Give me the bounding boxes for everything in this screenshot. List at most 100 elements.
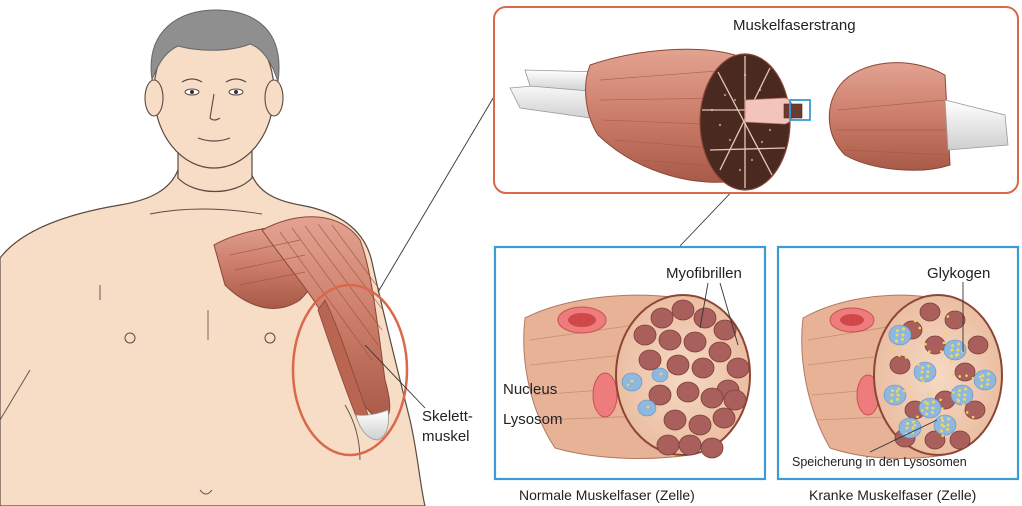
glycogen-granule [951,348,954,351]
glycogen-granule [912,427,915,430]
glycogen-granule [914,424,917,427]
glycogen-granule [902,334,905,337]
myofibril [727,358,749,378]
glycogen-granule [909,386,912,389]
glycogen-granule [958,375,961,378]
fiber-bundle-label: Muskelfaserstrang [733,17,856,35]
glycogen-granule [979,376,982,379]
myofibril [689,415,711,435]
glycogen-granule [946,428,949,431]
glycogen-granule [928,350,931,353]
glycogen-granule [986,383,989,386]
glycogen-granule [981,378,984,381]
glycogen-granule [891,393,894,396]
glycogen-granule [918,327,921,330]
glycogen-granule [955,354,958,357]
myofibril [667,355,689,375]
glycogen-granule [896,390,899,393]
glycogen-granule [926,375,929,378]
myofibril [701,388,723,408]
glycogen-granule [897,387,900,390]
glycogen-granule [943,342,946,345]
glycogen-granule [890,400,893,403]
glycogen-granule [962,403,965,406]
glycogen-granule [897,394,900,397]
myofibril [724,390,746,410]
glycogen-granule [893,348,896,351]
glycogen-granule [898,354,901,357]
myofibril [709,342,731,362]
glycogen-granule [927,371,930,374]
glycogen-granule [964,394,967,397]
myofibril [651,308,673,328]
glycogen-granule [963,398,966,401]
glycogen-granule [981,374,984,377]
lysosome [899,418,921,438]
skeletal-muscle-label-line2: muskel [422,428,470,446]
glycogen-granule [916,416,919,419]
lysosome [951,385,973,405]
glycogen-granule [965,374,968,377]
glycogen-granule [951,344,954,347]
myofibril [890,356,910,374]
myofibril [659,330,681,350]
normal-fiber-caption: Normale Muskelfaser (Zelle) [519,487,695,504]
glycogen-granule [912,420,915,423]
lysosome [974,370,996,390]
glycogen-granule [905,356,908,359]
glycogen-granule [943,425,946,428]
glycogen-granule [921,409,924,412]
glycogen-granule [947,315,950,318]
myofibril [672,300,694,320]
myofibril [968,336,988,354]
glycogen-granule [914,320,917,323]
glycogen-granule [972,416,975,419]
glycogen-granule [902,327,905,330]
myofibril [950,431,970,449]
glycogen-granule [980,385,983,388]
glycogen-granule [952,391,955,394]
lysosome [889,325,911,345]
glycogen-granule [917,363,920,366]
glycogen-granule [966,343,969,346]
glycogen-granule [957,342,960,345]
glycogen-granule [901,338,904,341]
glycogen-granule [939,398,942,401]
glycogen-granule [931,411,934,414]
myofibril [694,308,716,328]
lysosome [884,385,906,405]
glycogen-granule [896,333,899,336]
glycogen-granule [966,411,969,414]
glycogen-granule [921,370,924,373]
glycogen-granule [925,413,928,416]
storage-label: Speicherung in den Lysosomen [792,455,967,470]
myofibril [692,358,714,378]
human-figure [0,10,425,506]
lysosome [919,398,941,418]
glycogen-label: Glykogen [927,265,990,283]
glycogen-granule [972,377,975,380]
glycogen-granule [943,333,946,336]
glycogen-granule [958,393,961,396]
lysosome [934,415,956,435]
glycogen-granule [952,374,955,377]
glycogen-granule [926,402,929,405]
glycogen-granule [906,422,909,425]
glycogen-granule [896,398,899,401]
myofibrils-label: Myofibrillen [666,265,742,283]
glycogen-granule [947,417,950,420]
glycogen-granule [941,419,944,422]
glycogen-granule [941,407,944,410]
glycogen-granule [932,400,935,403]
myofibril [677,382,699,402]
myofibril [713,408,735,428]
myofibril [920,303,940,321]
glycogen-granule [958,389,961,392]
lysosome-label: Lysosom [503,411,562,429]
glycogen-granule [896,329,899,332]
myofibril [701,438,723,458]
glycogen-granule [926,406,929,409]
glycogen-granule [950,360,953,363]
glycogen-granule [941,434,944,437]
